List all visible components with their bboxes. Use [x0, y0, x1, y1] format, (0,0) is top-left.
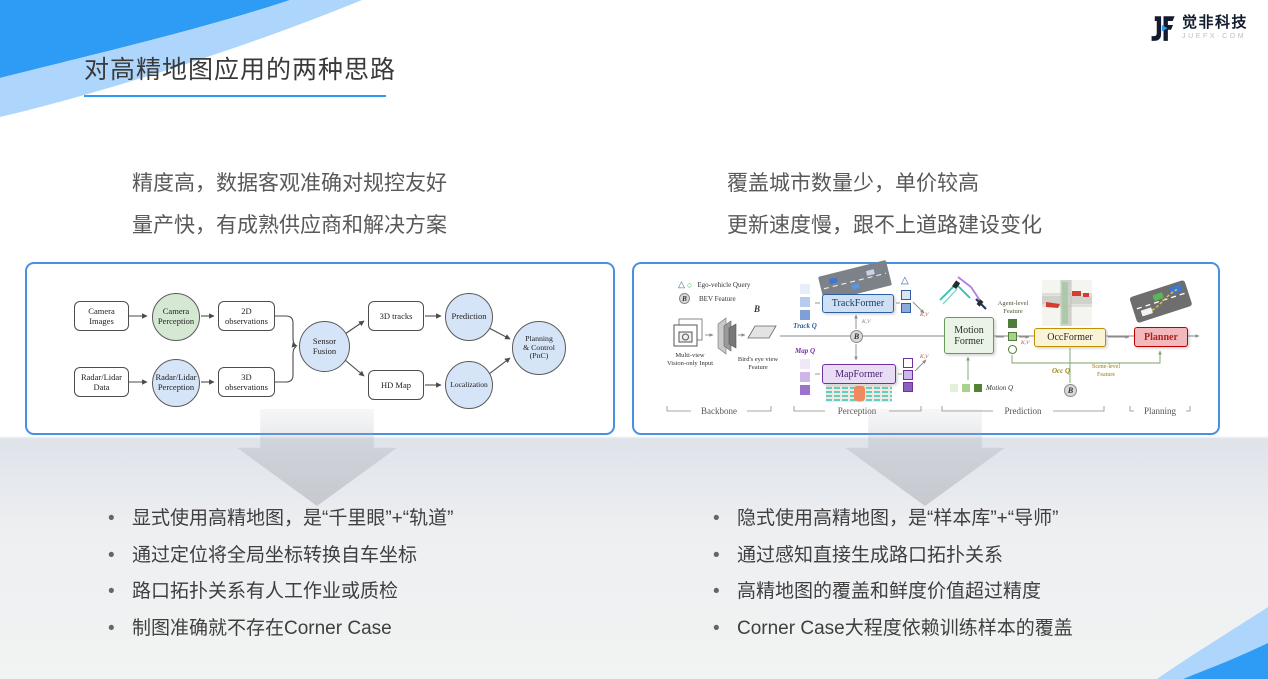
logo-jf-icon	[1151, 16, 1175, 41]
map-output-square-2	[903, 370, 913, 380]
kv-label-map: K,V	[920, 354, 929, 360]
track-output-square-2	[901, 303, 911, 313]
track-query-square-1	[800, 284, 810, 294]
map-q-label: Map Q	[794, 347, 816, 355]
section-backbone: Backbone	[691, 405, 747, 417]
bev-b-symbol: B	[754, 304, 761, 314]
left-intro: 精度高，数据客观准确对规控友好 量产快，有成熟供应商和解决方案	[132, 163, 447, 247]
section-perception: Perception	[825, 405, 889, 417]
logo-domain: JUEFX·COM	[1182, 33, 1247, 40]
node-planning-control: Planning & Control (PnC)	[512, 321, 566, 375]
node-radar-lidar-perception: Radar/Lidar Perception	[152, 359, 200, 407]
node-3d-observations: 3D observations	[218, 367, 275, 397]
node-prediction: Prediction	[445, 293, 493, 341]
legend-bev-feature-label: BEV Feature	[699, 294, 736, 303]
occupancy-map-image	[1042, 280, 1092, 326]
legend-bev-feature: B BEV Feature	[679, 292, 736, 305]
bev-plane-icon	[747, 325, 777, 339]
agent-level-feature-label: Agent-level Feature	[997, 300, 1029, 316]
trackformer-road-image	[818, 260, 892, 302]
right-intro: 覆盖城市数量少，单价较高 更新速度慢，跟不上道路建设变化	[727, 163, 1042, 247]
list-item: 隐式使用高精地图，是“样本库”+“导师”	[710, 501, 1230, 538]
track-output-square-1	[901, 290, 911, 300]
pipeline-diagram-card: Camera Images Radar/Lidar Data Camera Pe…	[25, 262, 615, 435]
pipeline-connectors	[129, 313, 511, 388]
motion-q-square-1	[950, 384, 958, 392]
node-camera-images: Camera Images	[74, 301, 129, 331]
planner-road-image	[1129, 280, 1192, 323]
list-item: 通过定位将全局坐标转换自车坐标	[105, 538, 605, 575]
motion-q-label: Motion Q	[986, 384, 1014, 392]
map-output-square-3	[903, 382, 913, 392]
agent-feature-circle	[1008, 345, 1017, 354]
node-radar-lidar-data: Radar/Lidar Data	[74, 367, 129, 397]
node-localization: Localization	[445, 361, 493, 409]
circle-query-icon: ○	[686, 279, 693, 290]
bev-b-node: B	[850, 330, 863, 343]
list-item: 显式使用高精地图，是“千里眼”+“轨道”	[105, 501, 605, 538]
track-q-label: Track Q	[793, 322, 817, 330]
track-query-square-2	[800, 297, 810, 307]
section-prediction: Prediction	[993, 405, 1053, 417]
kv-label-track: K,V	[920, 312, 929, 318]
track-output-triangle: △	[901, 275, 909, 286]
list-item: Corner Case大程度依赖训练样本的覆盖	[710, 611, 1230, 648]
multi-view-input-label: Multi-view Vision-only Input	[666, 352, 713, 368]
title-underline	[84, 95, 386, 97]
legend-ego-query: △ ○ Ego-vehicle Query	[678, 278, 750, 291]
scene-level-feature-label: Scene-level Feature	[1092, 364, 1120, 378]
left-intro-line-2: 量产快，有成熟供应商和解决方案	[132, 214, 447, 237]
bev-b-icon: B	[679, 293, 690, 304]
node-sensor-fusion: Sensor Fusion	[299, 321, 350, 372]
section-planning: Planning	[1134, 405, 1186, 417]
right-intro-line-1: 覆盖城市数量少，单价较高	[727, 172, 979, 195]
trackformer-box: TrackFormer	[822, 294, 894, 313]
agent-feature-square-dark	[1008, 319, 1017, 328]
track-query-square-3	[800, 310, 810, 320]
mapformer-map-image	[826, 385, 892, 402]
planner-box: Planner	[1134, 327, 1188, 347]
company-logo: 觉非科技 JUEFX·COM	[1150, 14, 1248, 44]
kv-label-center: K,V	[862, 319, 871, 325]
list-item: 通过感知直接生成路口拓扑关系	[710, 538, 1230, 575]
map-output-square-1	[903, 358, 913, 368]
right-intro-line-2: 更新速度慢，跟不上道路建设变化	[727, 214, 1042, 237]
node-3d-tracks: 3D tracks	[368, 301, 424, 331]
occformer-box: OccFormer	[1034, 328, 1106, 347]
right-bullet-list: 隐式使用高精地图，是“样本库”+“导师” 通过感知直接生成路口拓扑关系 高精地图…	[710, 501, 1230, 647]
list-item: 高精地图的覆盖和鲜度价值超过精度	[710, 574, 1230, 611]
down-arrow-right	[845, 409, 1005, 506]
triangle-query-icon: △	[678, 279, 685, 289]
mapformer-box: MapFormer	[822, 364, 896, 384]
map-query-square-2	[800, 372, 810, 382]
node-2d-observations: 2D observations	[218, 301, 275, 331]
list-item: 制图准确就不存在Corner Case	[105, 611, 605, 648]
node-hd-map: HD Map	[368, 370, 424, 400]
map-query-square-3	[800, 385, 810, 395]
bev-feature-label: Bird's eye view Feature	[737, 356, 779, 372]
logo-company-name: 觉非科技	[1182, 14, 1249, 31]
node-camera-perception: Camera Perception	[152, 293, 200, 341]
page-title: 对高精地图应用的两种思路	[84, 56, 397, 84]
motion-q-square-3	[974, 384, 982, 392]
motion-q-square-2	[962, 384, 970, 392]
left-bullet-list: 显式使用高精地图，是“千里眼”+“轨道” 通过定位将全局坐标转换自车坐标 路口拓…	[105, 501, 605, 647]
conv-backbone-icon	[717, 317, 737, 355]
down-arrow-left	[237, 409, 397, 506]
multi-view-input-icon	[673, 318, 703, 347]
motion-trajectories-image	[939, 276, 987, 310]
motionformer-box: Motion Former	[944, 317, 994, 354]
decorative-swoosh-top-left	[0, 0, 362, 117]
legend-ego-query-label: Ego-vehicle Query	[697, 280, 751, 289]
list-item: 路口拓扑关系有人工作业或质检	[105, 574, 605, 611]
agent-feature-square-light	[1008, 332, 1017, 341]
kv-label-agent: K,V	[1021, 340, 1030, 346]
occ-b-node: B	[1064, 384, 1077, 397]
occ-q-label: Occ Q	[1052, 367, 1071, 375]
left-intro-line-1: 精度高，数据客观准确对规控友好	[132, 172, 447, 195]
uniad-diagram-card: △ ○ Ego-vehicle Query B BEV Feature B Mu…	[632, 260, 1220, 435]
map-query-square-1	[800, 359, 810, 369]
